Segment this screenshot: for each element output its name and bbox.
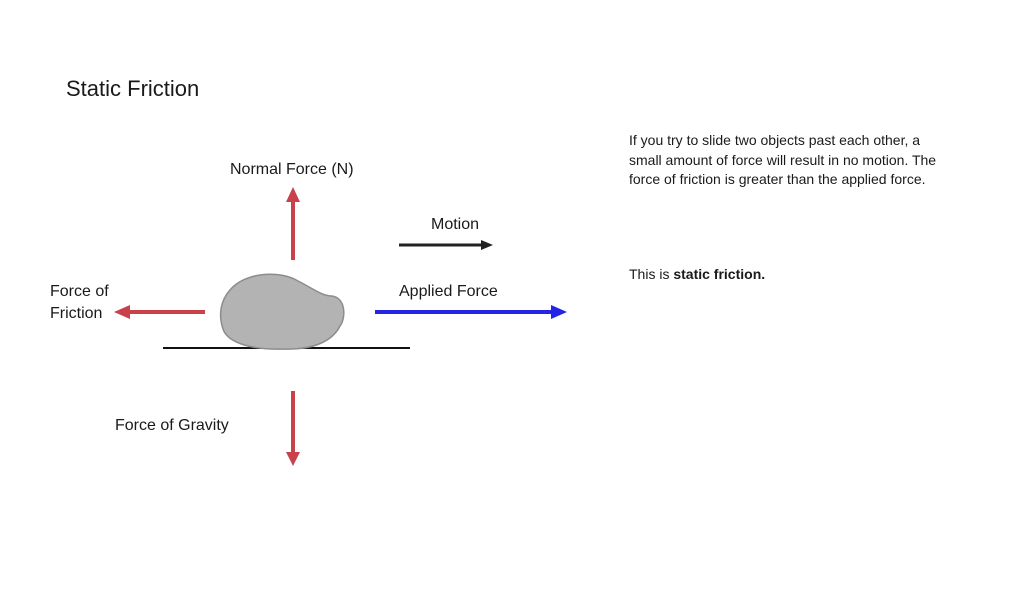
applied-force-label: Applied Force	[399, 283, 498, 300]
motion-label: Motion	[431, 216, 480, 233]
friction-label: Force of Friction	[50, 281, 130, 325]
friction-label-line1: Force of	[50, 283, 109, 300]
normal-force-arrow	[286, 187, 300, 260]
friction-label-line2: Friction	[50, 305, 103, 322]
normal-force-label: Normal Force (N)	[230, 161, 354, 178]
explanation-text: If you try to slide two objects past eac…	[629, 132, 937, 187]
friction-arrow	[114, 305, 205, 319]
gravity-arrow	[286, 391, 300, 466]
page-title: Static Friction	[66, 76, 200, 101]
motion-arrow	[399, 240, 493, 250]
note-prefix: This is	[629, 266, 674, 282]
note-emphasis: static friction.	[673, 266, 766, 282]
static-friction-note: This is static friction.	[629, 265, 765, 285]
applied-force-arrow	[375, 305, 567, 319]
object-rock	[219, 273, 345, 350]
gravity-label: Force of Gravity	[115, 417, 229, 434]
